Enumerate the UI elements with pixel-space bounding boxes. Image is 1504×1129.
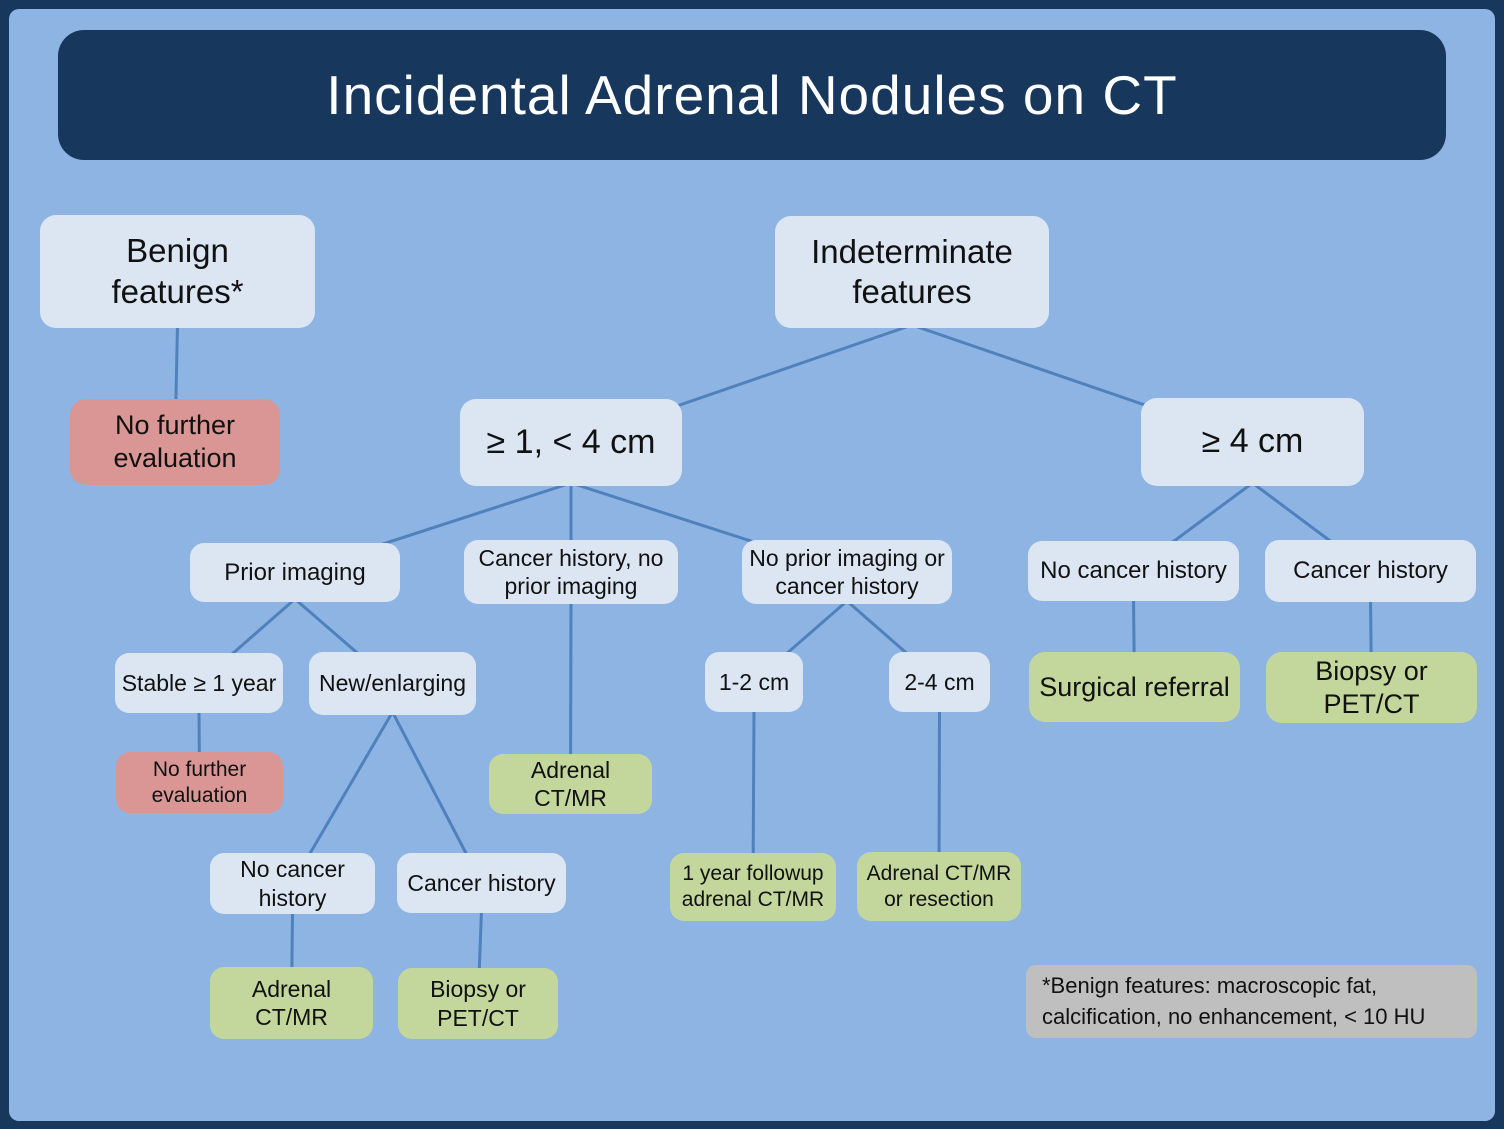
node-prior-imaging: Prior imaging — [190, 543, 400, 602]
node-adrenal-ctmr-cancer-history: Adrenal CT/MR — [489, 754, 652, 814]
node-size-2-4cm: 2-4 cm — [889, 652, 990, 712]
node-surgical-referral: Surgical referral — [1029, 652, 1240, 722]
footnote: *Benign features: macroscopic fat, calci… — [1026, 965, 1477, 1038]
node-size-1-2cm: 1-2 cm — [705, 652, 803, 712]
node-adrenal-ctmr-or-resection: Adrenal CT/MR or resection — [857, 852, 1021, 921]
node-no-cancer-history-new: No cancer history — [210, 853, 375, 914]
node-biopsy-or-petct-4cm: Biopsy or PET/CT — [1266, 652, 1477, 723]
node-new-enlarging: New/enlarging — [309, 652, 476, 715]
page-title: Incidental Adrenal Nodules on CT — [58, 30, 1446, 160]
node-biopsy-or-petct-new: Biopsy or PET/CT — [398, 968, 558, 1039]
node-size-1-4cm: ≥ 1, < 4 cm — [460, 399, 682, 486]
node-cancer-history-new: Cancer history — [397, 853, 566, 913]
node-no-further-evaluation-top: No further evaluation — [70, 399, 280, 485]
node-adrenal-ctmr-new: Adrenal CT/MR — [210, 967, 373, 1039]
node-indeterminate-features: Indeterminate features — [775, 216, 1049, 328]
node-no-prior-imaging-or-cancer-history: No prior imaging or cancer history — [742, 540, 952, 604]
node-stable-1-year: Stable ≥ 1 year — [115, 653, 283, 713]
node-cancer-history-no-prior-imaging: Cancer history, no prior imaging — [464, 540, 678, 604]
node-no-further-evaluation-stable: No further evaluation — [116, 752, 283, 813]
node-benign-features: Benign features* — [40, 215, 315, 328]
node-cancer-history-4cm: Cancer history — [1265, 540, 1476, 602]
edge-cancer-history-no-prior-imaging--adrenal-ctmr-cancer-history — [569, 599, 573, 786]
node-no-cancer-history-4cm: No cancer history — [1028, 541, 1239, 601]
node-one-year-followup: 1 year followup adrenal CT/MR — [670, 853, 836, 921]
node-size-4cm: ≥ 4 cm — [1141, 398, 1364, 486]
